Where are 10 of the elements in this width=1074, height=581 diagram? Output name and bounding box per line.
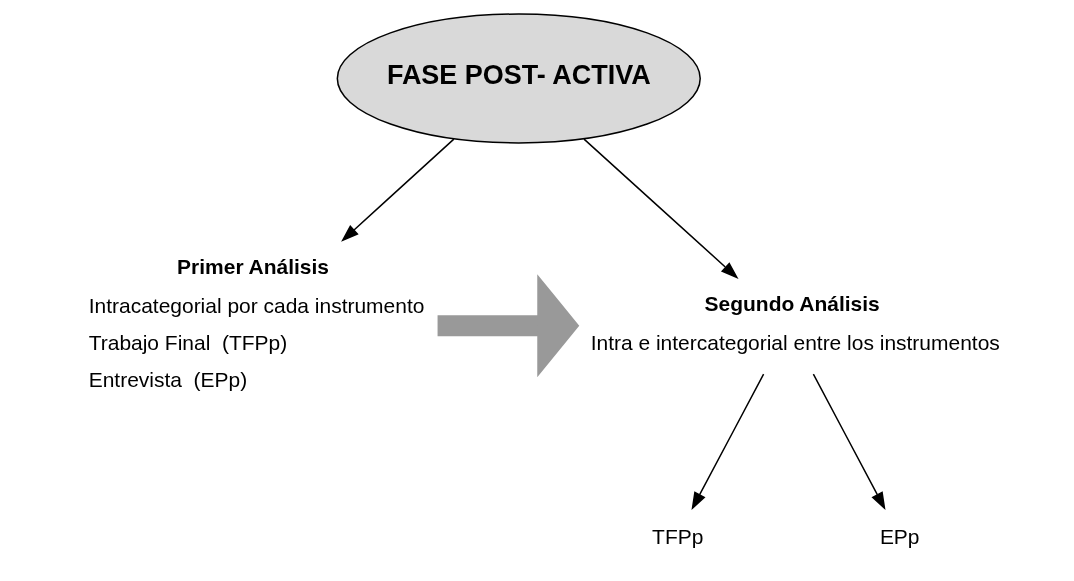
node-text: TFPp bbox=[651, 525, 703, 549]
arrow bbox=[437, 274, 579, 378]
node-ellipse: FASE POST- ACTIVA bbox=[336, 13, 701, 144]
node-text: Segundo Análisis Intra e intercategorial entre los instrumentos bbox=[590, 292, 1000, 354]
arrow bbox=[340, 138, 455, 242]
arrow bbox=[812, 373, 885, 511]
arrow bbox=[582, 138, 739, 279]
node-text: Primer Análisis Intracategorial por cada instrumento Trabajo Final (TFPp) Entrevista (EPp) bbox=[88, 254, 424, 392]
node-text: EPp bbox=[879, 525, 920, 549]
arrow bbox=[690, 373, 764, 511]
